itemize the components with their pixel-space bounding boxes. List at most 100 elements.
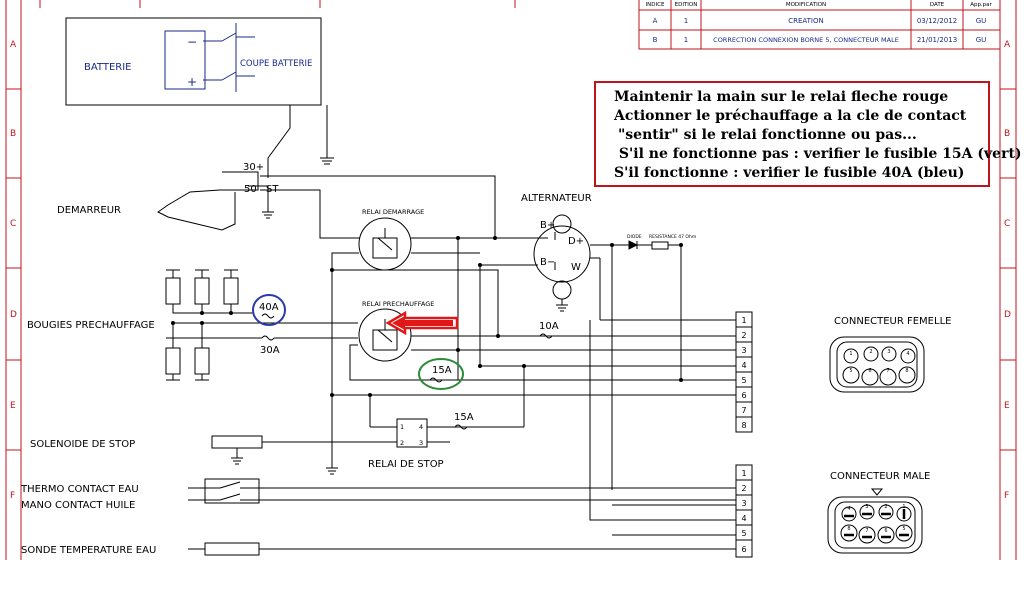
row-label-a-right: A	[1004, 40, 1011, 50]
stop-pin-1: 1	[400, 423, 404, 431]
rev-header-date: DATE	[930, 2, 945, 8]
note-line-1: Maintenir la main sur le relai fleche ro…	[614, 89, 949, 105]
row-label-d-left: D	[10, 310, 17, 320]
terminal-50: 50	[244, 184, 257, 195]
connecteur-male-label: CONNECTEUR MALE	[830, 471, 930, 482]
male-pin-6: 6	[884, 528, 887, 534]
battery-block: BATTERIE − + COUPE BATTERIE	[65, 17, 322, 106]
femelle-pin-7: 7	[886, 368, 889, 374]
junction-dots	[171, 236, 683, 397]
row-label-e-right: E	[1004, 401, 1010, 411]
male-pin-7: 7	[865, 528, 868, 534]
rev-a-indice: A	[653, 17, 658, 25]
sonde-label: SONDE TEMPERATURE EAU	[21, 545, 156, 556]
lower-pin-3: 3	[741, 499, 746, 508]
thermo-label: THERMO CONTACT EAU	[20, 484, 139, 495]
note-line-2: Actionner le préchauffage a la cle de co…	[614, 108, 967, 124]
connecteur-male: CONNECTEUR MALE 4 3 2 1 8 7 6 5	[827, 471, 930, 554]
upper-pin-3: 3	[741, 346, 746, 355]
row-label-c-right: C	[1004, 219, 1010, 229]
stop-pin-4: 4	[419, 423, 423, 431]
solenoide-label: SOLENOIDE DE STOP	[30, 439, 135, 450]
battery-symbol	[164, 30, 206, 90]
rev-a-edition: 1	[684, 17, 688, 25]
relai-demarrage-label: RELAI DEMARRAGE	[362, 208, 424, 216]
instruction-note: Maintenir la main sur le relai fleche ro…	[594, 81, 1022, 187]
resistance-label: RESISTANCE 47 Ohm	[649, 234, 696, 240]
femelle-pin-6: 6	[868, 368, 871, 374]
note-line-5: S'il fonctionne : verifier le fusible 40…	[614, 165, 965, 181]
wires	[157, 105, 736, 556]
lower-pin-1: 1	[741, 469, 746, 478]
connector-upper: 1 2 3 4 5 6 7 8	[735, 311, 753, 433]
battery-minus: −	[187, 35, 197, 49]
row-label-e-left: E	[10, 401, 16, 411]
rev-header-edition: EDITION	[675, 2, 698, 8]
upper-pin-8: 8	[741, 421, 746, 430]
upper-pin-4: 4	[741, 361, 746, 370]
femelle-pin-2: 2	[869, 349, 872, 355]
rev-a-app: GU	[976, 17, 987, 25]
row-label-a-left: A	[10, 40, 17, 50]
stop-pin-2: 2	[400, 439, 404, 447]
coupe-batterie-label: COUPE BATTERIE	[240, 59, 312, 69]
row-label-f-left: F	[10, 491, 15, 501]
femelle-pin-4: 4	[906, 351, 909, 357]
fuse-15a-highlight: 15A	[418, 358, 464, 390]
male-pin-1: 1	[902, 504, 905, 510]
connecteur-femelle-label: CONNECTEUR FEMELLE	[834, 316, 951, 327]
rev-a-modification: CREATION	[788, 17, 824, 25]
battery-plus: +	[187, 75, 197, 89]
male-pin-4: 4	[847, 506, 850, 512]
drawing-frame	[5, 0, 1017, 560]
rev-a-date: 03/12/2012	[917, 17, 957, 25]
note-line-3: "sentir" si le relai fonctionne ou pas..…	[618, 127, 917, 143]
femelle-pin-1: 1	[849, 351, 852, 357]
fuse-40a-highlight: 40A	[252, 294, 286, 326]
upper-pin-6: 6	[741, 391, 746, 400]
upper-pin-5: 5	[741, 376, 746, 385]
ground-symbols	[166, 269, 238, 381]
alt-b-plus: B+	[540, 220, 555, 231]
lower-pin-4: 4	[741, 514, 746, 523]
fuse-30a-label: 30A	[260, 345, 280, 356]
rev-b-modification: CORRECTION CONNEXION BORNE 5, CONNECTEUR…	[713, 36, 899, 44]
male-pin-8: 8	[847, 526, 850, 532]
male-pin-3: 3	[865, 504, 868, 510]
bougies-label: BOUGIES PRECHAUFFAGE	[27, 320, 155, 331]
lower-pin-2: 2	[741, 484, 746, 493]
upper-pin-2: 2	[741, 331, 746, 340]
alternateur-label: ALTERNATEUR	[521, 193, 592, 204]
lower-pin-6: 6	[741, 545, 746, 554]
fuse-15a-green-label: 15A	[432, 365, 452, 376]
alt-d-plus: D+	[568, 236, 584, 247]
rev-header-indice: INDICE	[646, 2, 665, 8]
demarreur-label: DEMARREUR	[57, 205, 121, 216]
fuse-40a-label: 40A	[259, 302, 279, 313]
row-label-c-left: C	[10, 219, 16, 229]
femelle-pin-5: 5	[849, 368, 852, 374]
row-label-b-right: B	[1004, 129, 1010, 139]
upper-pin-7: 7	[741, 406, 746, 415]
lower-pin-5: 5	[741, 529, 746, 538]
fuse-10a-label: 10A	[539, 321, 559, 332]
rev-b-date: 21/01/2013	[917, 36, 957, 44]
male-pin-5: 5	[902, 526, 905, 532]
rev-b-app: GU	[976, 36, 987, 44]
upper-pin-1: 1	[741, 316, 746, 325]
mano-label: MANO CONTACT HUILE	[21, 500, 135, 511]
revision-table: INDICE EDITION MODIFICATION DATE App.par…	[638, 0, 1001, 50]
rev-header-modification: MODIFICATION	[786, 2, 826, 8]
terminal-st: ST	[266, 184, 279, 195]
battery-label: BATTERIE	[84, 62, 132, 73]
connector-lower: 1 2 3 4 5 6	[735, 464, 753, 558]
male-pin-2: 2	[884, 504, 887, 510]
red-arrow	[385, 310, 459, 336]
stop-pin-3: 3	[419, 439, 423, 447]
row-label-d-right: D	[1004, 310, 1011, 320]
alt-b-minus: B−	[540, 257, 555, 268]
fuse-15a-stop-label: 15A	[454, 412, 474, 423]
note-line-4: S'il ne fonctionne pas : verifier le fus…	[614, 146, 1022, 162]
diode-label: DIODE	[627, 234, 642, 240]
